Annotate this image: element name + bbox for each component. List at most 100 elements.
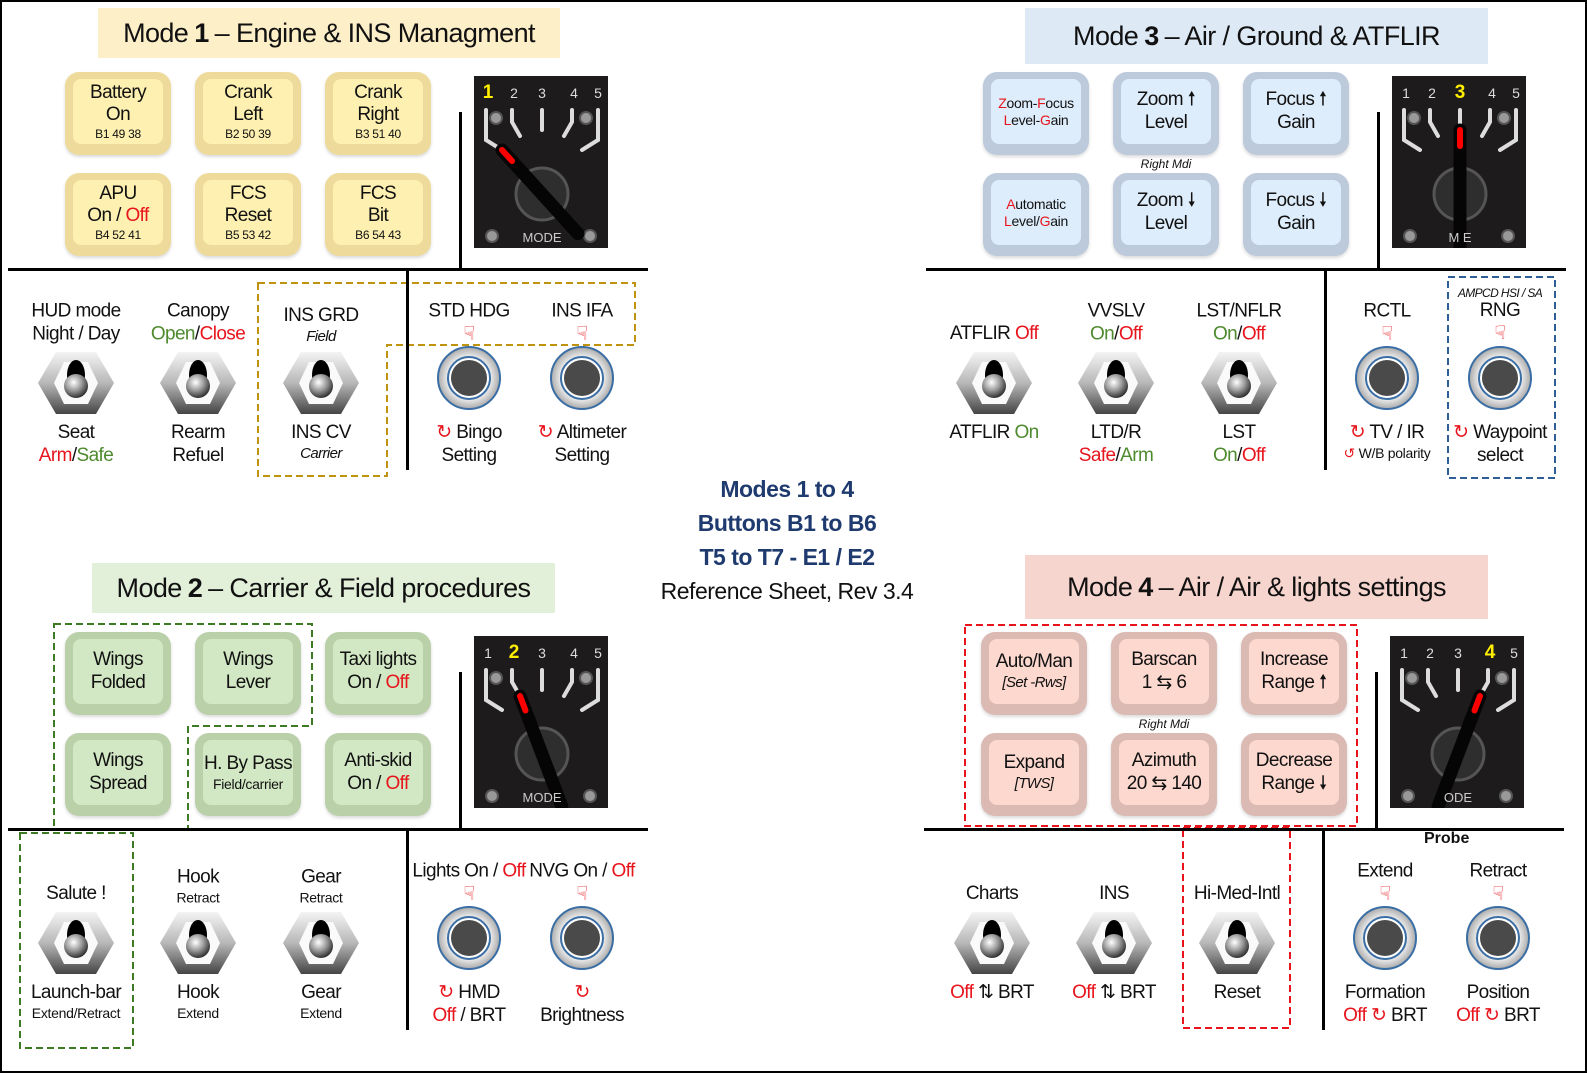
rotary-encoder[interactable] (549, 345, 615, 416)
text-segment: Bingo (456, 422, 502, 443)
text-line: APU (99, 183, 137, 206)
section-divider (8, 268, 648, 271)
mode-number: 4 (1138, 571, 1153, 602)
text-line: B1 49 38 (95, 127, 141, 141)
text-segment: Left (233, 104, 263, 126)
toggle-switch[interactable] (1199, 348, 1279, 423)
key-button-B3[interactable]: Focus 🠕Gain (1243, 72, 1349, 155)
key-button-B4[interactable]: Expand[TWS] (981, 733, 1087, 816)
rotary-encoder[interactable] (1354, 345, 1420, 416)
rotary-encoder[interactable] (436, 905, 502, 976)
mode-prefix: Mode (123, 17, 189, 48)
text-segment: Retract (176, 889, 220, 906)
text-segment: Off (611, 860, 636, 882)
text-line: VVSLV (1041, 300, 1191, 323)
text-segment: Reset (1213, 982, 1261, 1003)
toggle-switch[interactable] (1076, 348, 1156, 423)
text-segment: Open (150, 323, 196, 345)
mode-prefix: Mode (1073, 20, 1139, 51)
text-line: LST/NFLR (1164, 300, 1314, 323)
dial-number: 1 (484, 645, 492, 661)
text-line: Hook (123, 866, 273, 889)
text-line: Crank (354, 82, 402, 105)
rotate-icon: ↻ (438, 982, 459, 1003)
rotary-encoder[interactable] (549, 905, 615, 976)
toggle-switch[interactable] (36, 348, 116, 423)
dial-number: 1 (1400, 645, 1408, 661)
text-line: ↻ Waypoint (1425, 422, 1575, 445)
probe-label: Probe (1424, 830, 1470, 847)
text-segment: Setting (554, 444, 611, 466)
toggle-switch[interactable] (1074, 908, 1154, 983)
text-segment: evel/ (1011, 212, 1040, 229)
control-top-label: STD HDG☟ (394, 300, 544, 346)
text-line: ↻ Altimeter (507, 422, 657, 445)
text-line: Bit (368, 205, 389, 228)
toggle-switch[interactable] (1197, 908, 1277, 983)
salute-group-outline (19, 832, 134, 1049)
text-segment: Off (385, 671, 409, 693)
text-line: ATFLIR On (919, 422, 1069, 445)
toggle-switch[interactable] (952, 908, 1032, 983)
toggle-switch[interactable] (158, 908, 238, 983)
key-button-B2[interactable]: Zoom 🠕Level (1113, 72, 1219, 155)
rotary-encoder[interactable] (1465, 905, 1531, 976)
key-button-B1[interactable]: Auto/Man[Set -Rws] (981, 632, 1087, 715)
text-line: B2 50 39 (225, 127, 271, 141)
rotary-encoder[interactable] (1467, 345, 1533, 416)
toggle-switch[interactable] (281, 908, 361, 983)
rotate-icon: ↻ (537, 422, 557, 443)
text-segment: Range 🠕 (1261, 671, 1327, 693)
control-bottom-label: Off ⇅ BRT (1039, 982, 1189, 1005)
text-segment: Hook (177, 982, 220, 1003)
key-button-B5[interactable]: Zoom 🠗Level (1113, 173, 1219, 256)
toggle-switch[interactable] (281, 348, 361, 423)
toggle-switch[interactable] (158, 348, 238, 423)
toggle-switch[interactable] (36, 908, 116, 983)
rotary-encoder[interactable] (1352, 905, 1418, 976)
text-segment: Gear (301, 866, 341, 888)
modes-range: Modes 1 to 4 (720, 476, 854, 502)
text-segment: Range 🠗 (1261, 772, 1327, 794)
text-segment: STD HDG (428, 300, 510, 322)
toggle-switch[interactable] (954, 348, 1034, 423)
rotary-encoder[interactable] (436, 345, 502, 416)
key-button-B6[interactable]: Focus 🠗Gain (1243, 173, 1349, 256)
text-line: Crank (224, 82, 272, 105)
buttons-range: Buttons B1 to B6 (697, 510, 877, 536)
text-segment: A (1006, 195, 1016, 212)
text-line: Arm/Safe (1, 445, 151, 468)
